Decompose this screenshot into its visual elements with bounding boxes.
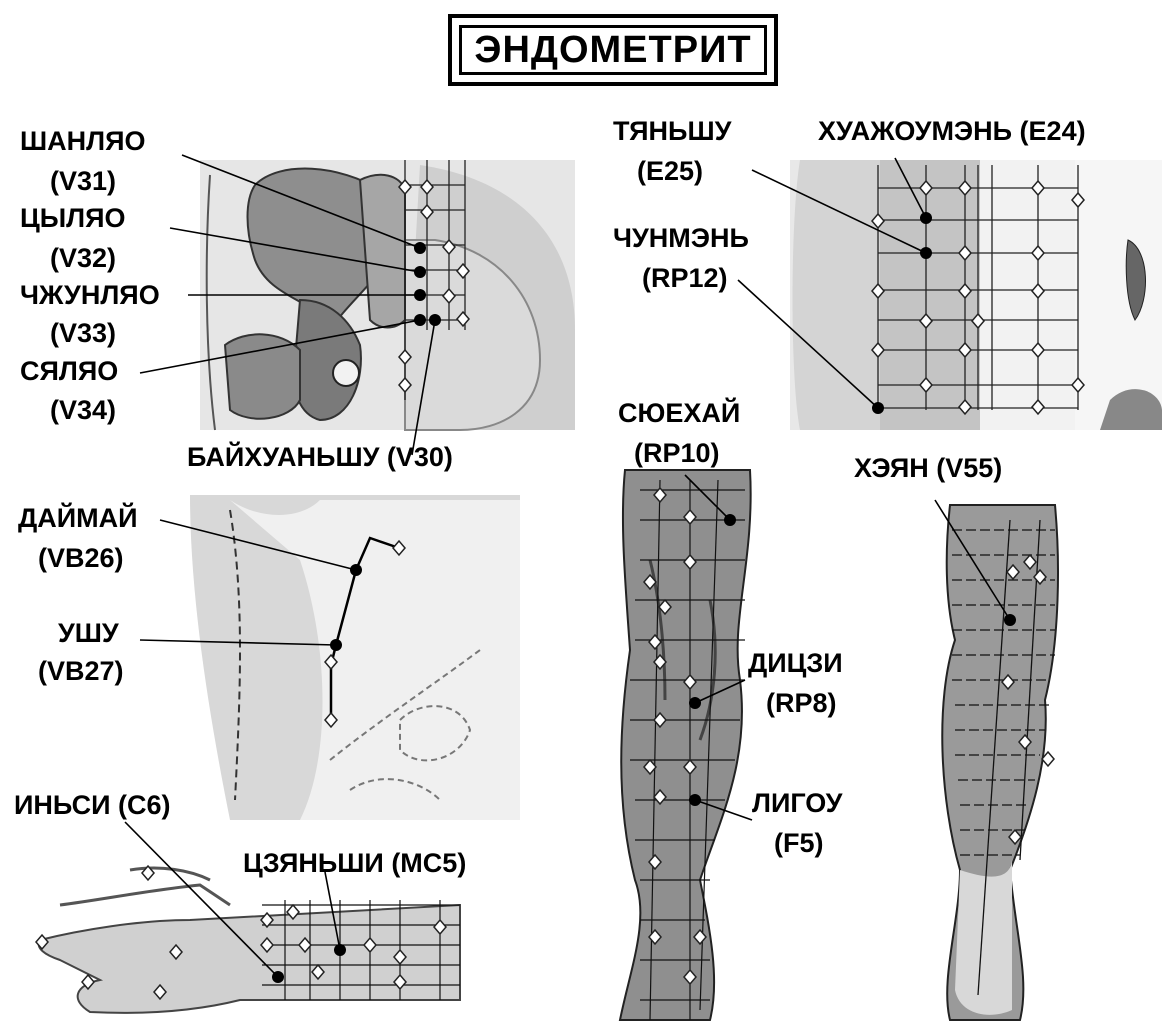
hip-illustration [190, 495, 520, 820]
label-chunmen-code: (RP12) [642, 265, 728, 292]
label-tyanshu: ТЯНЬШУ [613, 118, 731, 145]
label-ditszi: ДИЦЗИ [748, 650, 843, 677]
title-inner-frame: ЭНДОМЕТРИТ [459, 25, 767, 75]
label-insi: ИНЬСИ (C6) [14, 792, 171, 819]
abdomen-illustration [790, 160, 1162, 430]
label-daimai-code: (VB26) [38, 545, 124, 572]
label-ushu-code: (VB27) [38, 658, 124, 685]
label-syuehai: СЮЕХАЙ [618, 400, 740, 427]
hand-illustration [39, 868, 460, 1013]
label-ligou-code: (F5) [774, 830, 824, 857]
page-title: ЭНДОМЕТРИТ [474, 29, 751, 72]
label-ligou: ЛИГОУ [752, 790, 842, 817]
label-heyan: ХЭЯН (V55) [854, 455, 1002, 482]
label-syuehai-code: (RP10) [634, 440, 720, 467]
label-shanliao: ШАНЛЯО [20, 128, 145, 155]
label-tsyliao-code: (V32) [50, 245, 116, 272]
label-tszyanshi: ЦЗЯНЬШИ (MC5) [243, 850, 466, 877]
label-daimai: ДАЙМАЙ [18, 505, 138, 532]
label-chzhunliao-code: (V33) [50, 320, 116, 347]
label-chzhunliao: ЧЖУНЛЯО [20, 282, 160, 309]
label-syaliao-code: (V34) [50, 397, 116, 424]
label-syaliao: СЯЛЯО [20, 358, 118, 385]
label-tsyliao: ЦЫЛЯО [20, 205, 126, 232]
label-huazhoumen: ХУАЖОУМЭНЬ (E24) [818, 118, 1086, 145]
label-baihuanshu: БАЙХУАНЬШУ (V30) [187, 444, 453, 471]
front-leg-illustration [620, 470, 751, 1020]
label-ditszi-code: (RP8) [766, 690, 837, 717]
label-shanliao-code: (V31) [50, 168, 116, 195]
title-frame: ЭНДОМЕТРИТ [448, 14, 778, 86]
label-tyanshu-code: (E25) [637, 158, 703, 185]
label-chunmen: ЧУНМЭНЬ [613, 225, 749, 252]
label-ushu: УШУ [58, 620, 119, 647]
